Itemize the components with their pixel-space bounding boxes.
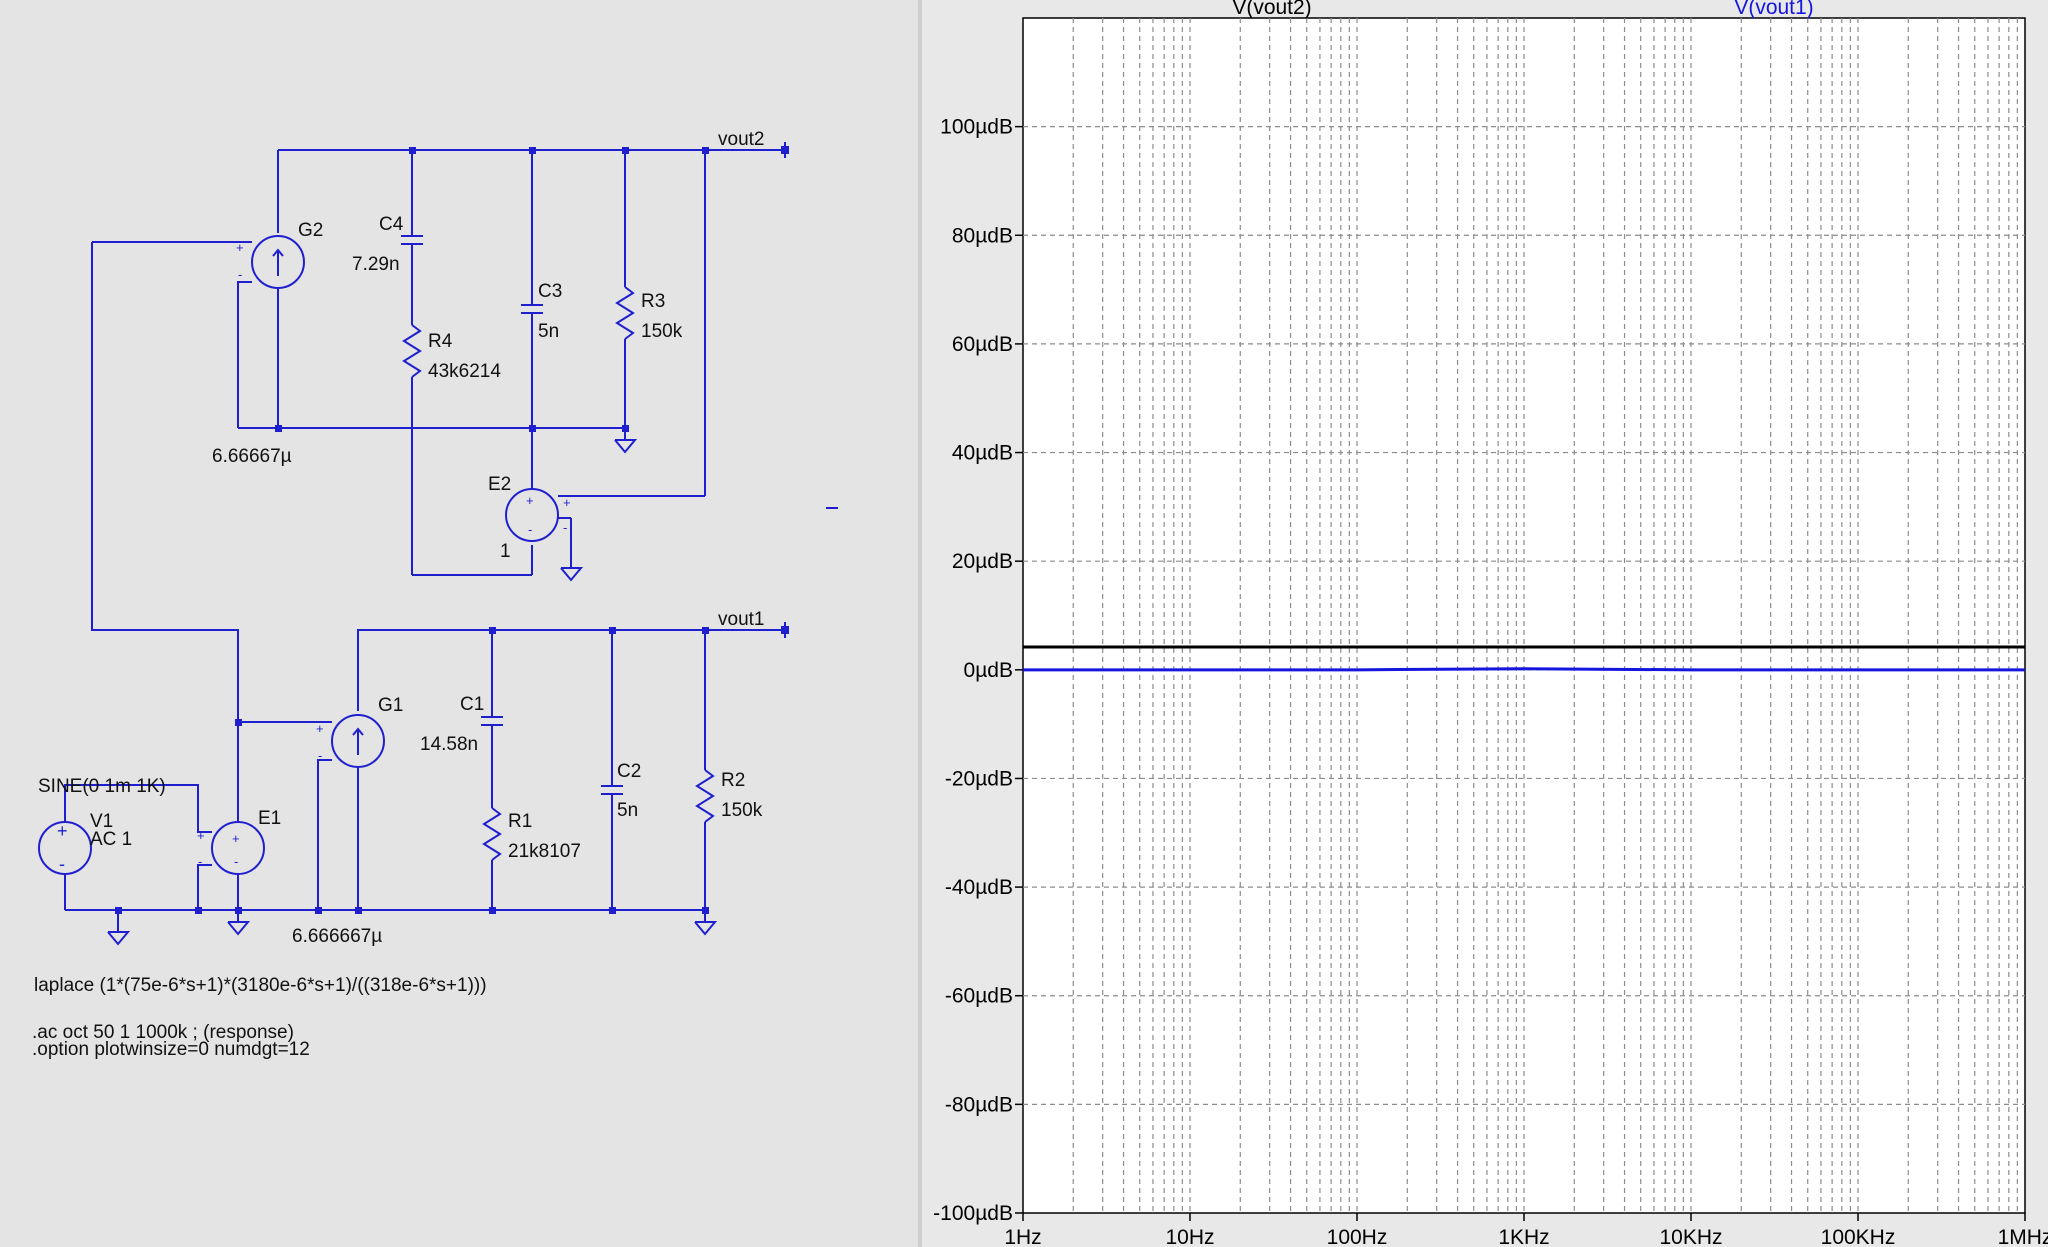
value-R4[interactable]: 43k6214 — [428, 361, 501, 382]
label-R3[interactable]: R3 — [641, 291, 665, 312]
value-E2[interactable]: 1 — [500, 541, 511, 562]
svg-text:+: + — [232, 831, 240, 846]
label-E1[interactable]: E1 — [258, 808, 281, 829]
svg-text:+: + — [526, 493, 534, 508]
label-G2[interactable]: G2 — [298, 220, 323, 241]
value-C4[interactable]: 7.29n — [352, 254, 400, 275]
value-C2[interactable]: 5n — [617, 800, 638, 821]
directive-laplace[interactable]: laplace (1*(75e-6*s+1)*(3180e-6*s+1)/((3… — [34, 975, 487, 996]
svg-text:+: + — [57, 821, 68, 841]
svg-text:-: - — [59, 854, 65, 874]
directive-ac[interactable]: .ac oct 50 1 1000k ; (response) — [32, 1022, 294, 1043]
svg-text:-: - — [318, 748, 322, 763]
label-R4[interactable]: R4 — [428, 331, 453, 352]
label-V1[interactable]: V1 — [90, 811, 113, 832]
value-R1[interactable]: 21k8107 — [508, 841, 581, 862]
value-V1-ac[interactable]: AC 1 — [90, 829, 132, 850]
value-R2[interactable]: 150k — [721, 800, 763, 821]
svg-text:-: - — [238, 267, 242, 282]
svg-text:+: + — [563, 495, 571, 510]
net-label-vout1[interactable]: vout1 — [718, 609, 764, 630]
label-G1[interactable]: G1 — [378, 695, 403, 716]
value-G1[interactable]: 6.666667µ — [292, 926, 382, 947]
value-C1[interactable]: 14.58n — [420, 734, 478, 755]
svg-text:+: + — [236, 240, 244, 255]
value-C3[interactable]: 5n — [538, 321, 559, 342]
value-V1-source[interactable]: SINE(0 1m 1K) — [38, 776, 166, 797]
svg-text:+: + — [197, 828, 205, 843]
label-C3[interactable]: C3 — [538, 281, 562, 302]
svg-text:-: - — [234, 854, 238, 869]
label-R2[interactable]: R2 — [721, 770, 745, 791]
net-label-vout2[interactable]: vout2 — [718, 129, 764, 150]
label-C1[interactable]: C1 — [460, 694, 484, 715]
schematic-editor[interactable]: + - + - + - + - + - + - + - vout2 vout1 G2 C4 7… — [0, 0, 922, 1247]
label-R1[interactable]: R1 — [508, 811, 532, 832]
value-G2[interactable]: 6.66667µ — [212, 446, 292, 467]
svg-text:-: - — [563, 520, 567, 535]
label-C4[interactable]: C4 — [379, 214, 404, 235]
svg-text:-: - — [528, 522, 532, 537]
directive-option[interactable]: .option plotwinsize=0 numdgt=12 — [32, 1039, 310, 1060]
label-C2[interactable]: C2 — [617, 761, 641, 782]
value-R3[interactable]: 150k — [641, 321, 683, 342]
svg-text:-: - — [198, 854, 202, 869]
svg-text:+: + — [316, 721, 324, 736]
label-E2[interactable]: E2 — [488, 474, 511, 495]
